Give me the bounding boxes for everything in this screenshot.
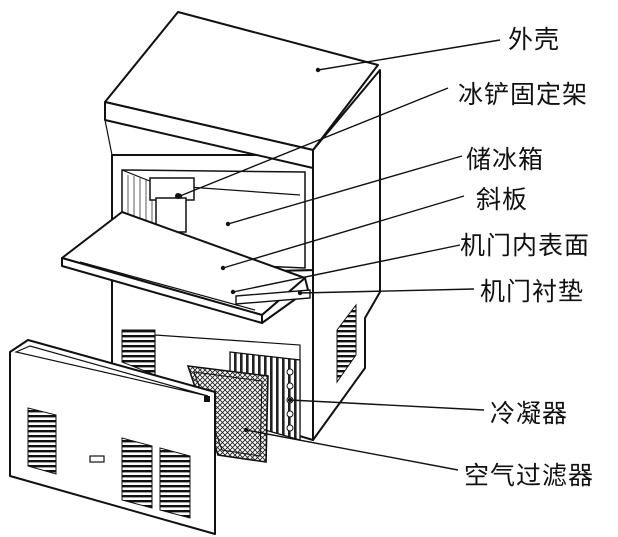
leader-door-inner-surface: [232, 244, 461, 293]
leader-condenser: [289, 399, 485, 411]
side-vent-grill: [336, 303, 357, 384]
label-shell: 外壳: [508, 25, 561, 54]
label-door-gasket: 机门衬垫: [480, 277, 585, 306]
panel-vent-mid: [121, 437, 153, 509]
leader-lines: [177, 39, 501, 471]
label-air-filter: 空气过滤器: [464, 461, 595, 490]
label-slope-plate: 斜板: [476, 185, 529, 214]
label-condenser: 冷凝器: [490, 399, 569, 428]
front-panel: [9, 339, 216, 535]
panel-vent-left: [27, 407, 57, 475]
label-ice-bin: 储冰箱: [466, 145, 545, 174]
leader-slope-plate: [222, 195, 465, 269]
leader-ice-bin: [227, 155, 463, 225]
leader-air-filter: [245, 429, 459, 471]
panel-vent-right: [159, 447, 191, 519]
shell: [104, 11, 379, 169]
label-door-inner-surface: 机门内表面: [460, 231, 591, 260]
panel-badge: [89, 455, 105, 463]
leader-door-gasket: [299, 288, 475, 294]
leader-shell: [317, 39, 501, 71]
door-gasket: [235, 289, 311, 305]
label-scoop-holder: 冰铲固定架: [458, 80, 589, 109]
leader-scoop-holder: [179, 87, 449, 197]
